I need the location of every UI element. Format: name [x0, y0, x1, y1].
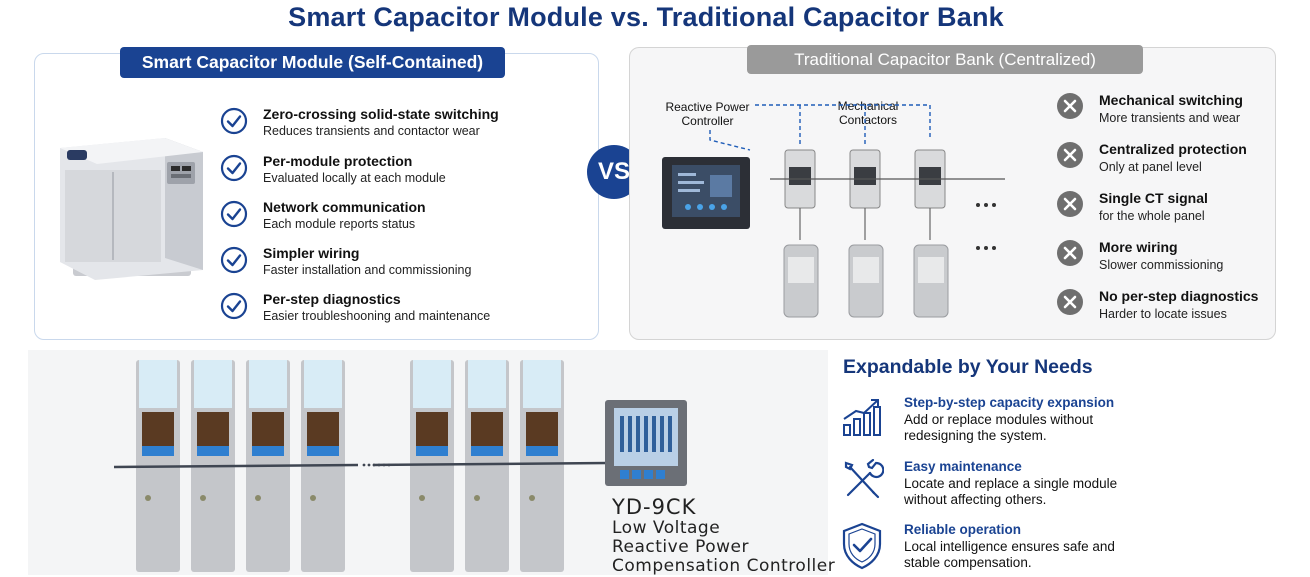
expandable-item-title: Easy maintenance	[904, 459, 1022, 474]
feature-title: Network communication	[263, 199, 426, 215]
smart-module-header: Smart Capacitor Module (Self-Contained)	[120, 47, 505, 78]
feature-desc: Harder to locate issues	[1099, 307, 1227, 321]
controller-label: Reactive Power Controller	[665, 100, 750, 128]
feature-desc: Easier troubleshooning and maintenance	[263, 309, 491, 323]
capacitor-bank-diagram	[662, 104, 1005, 318]
feature-title: Per-step diagnostics	[263, 291, 401, 307]
check-circle-icon	[220, 154, 248, 182]
traditional-bank-header: Traditional Capacitor Bank (Centralized)	[747, 45, 1143, 74]
feature-desc: More transients and wear	[1099, 111, 1241, 125]
expandable-title: Expandable by Your Needs	[843, 356, 1093, 378]
feature-title: No per-step diagnostics	[1099, 288, 1259, 304]
expandable-item-desc: Add or replace modules without redesigni…	[904, 412, 1094, 443]
feature-title: Centralized protection	[1099, 141, 1247, 157]
expandable-item-desc: Locate and replace a single module witho…	[904, 476, 1118, 507]
feature-desc: Only at panel level	[1099, 160, 1202, 174]
feature-desc: Slower commissioning	[1099, 258, 1224, 272]
check-circle-icon	[220, 292, 248, 320]
check-circle-icon	[220, 200, 248, 228]
smart-capacitor-unit-image	[60, 138, 203, 280]
feature-desc: Faster installation and commissioning	[263, 263, 472, 277]
feature-desc: Reduces transients and contactor wear	[263, 124, 480, 138]
feature-desc: Each module reports status	[263, 217, 416, 231]
contactors-label: Mechanical Contactors	[837, 99, 899, 127]
controller-desc-line: Low Voltage	[612, 518, 721, 538]
feature-title: Simpler wiring	[263, 245, 360, 261]
feature-title: Zero-crossing solid-state switching	[263, 106, 499, 122]
bar-chart-growth-icon	[843, 399, 881, 436]
x-circle-icon	[1057, 289, 1083, 315]
controller-desc-line: Compensation Controller	[612, 556, 836, 576]
feature-title: Per-module protection	[263, 153, 413, 169]
feature-title: More wiring	[1099, 239, 1178, 255]
check-circle-icon	[220, 246, 248, 274]
x-circle-icon	[1057, 240, 1083, 266]
wrench-screwdriver-icon	[844, 459, 884, 499]
x-circle-icon	[1057, 191, 1083, 217]
controller-desc-line: Reactive Power	[612, 537, 749, 557]
feature-title: Mechanical switching	[1099, 92, 1243, 108]
expandable-item-desc: Local intelligence ensures safe and stab…	[904, 539, 1115, 570]
page-title: Smart Capacitor Module vs. Traditional C…	[288, 2, 1004, 32]
feature-desc: for the whole panel	[1099, 209, 1205, 223]
expandable-item-title: Step-by-step capacity expansion	[904, 395, 1115, 410]
check-circle-icon	[220, 107, 248, 135]
module-rack-image	[28, 350, 828, 575]
controller-model: YD-9CK	[612, 495, 697, 519]
x-circle-icon	[1057, 142, 1083, 168]
x-circle-icon	[1057, 93, 1083, 119]
controller-caption: YD-9CK Low Voltage Reactive Power Compen…	[612, 495, 835, 576]
feature-title: Single CT signal	[1099, 190, 1208, 206]
feature-desc: Evaluated locally at each module	[263, 171, 446, 185]
shield-check-icon	[842, 522, 882, 570]
expandable-item-title: Reliable operation	[904, 522, 1022, 537]
